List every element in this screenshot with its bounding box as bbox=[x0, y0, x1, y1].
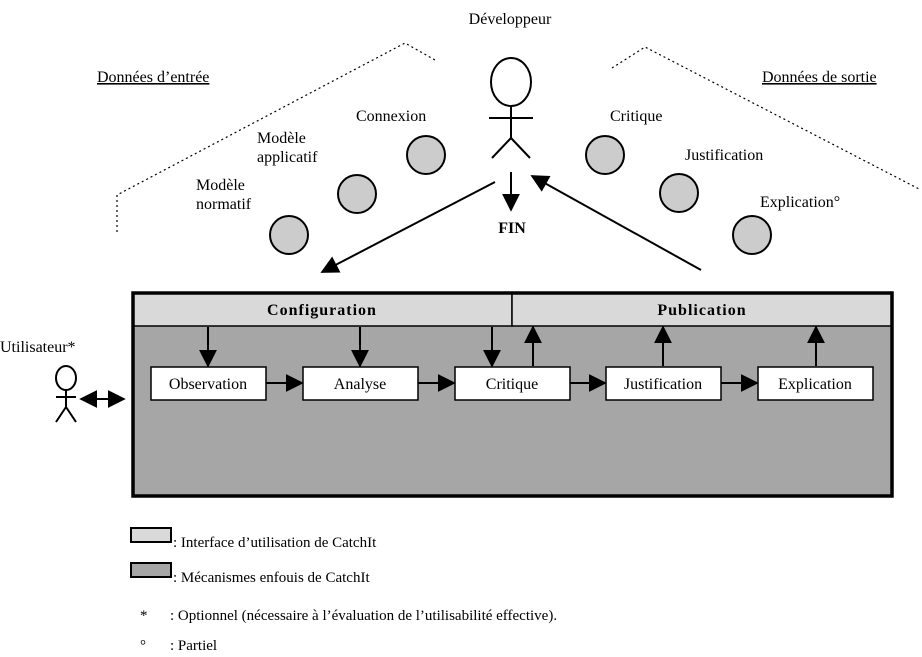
configuration-label: Configuration bbox=[267, 302, 377, 319]
legend-mechanisms-swatch bbox=[130, 562, 172, 578]
developer-to-configuration-arrow bbox=[320, 181, 496, 273]
legend-note-optional-text: : Optionnel (nécessaire à l’évaluation d… bbox=[170, 608, 557, 624]
output-roof-line bbox=[611, 46, 922, 191]
step-analyse-label: Analyse bbox=[334, 376, 386, 393]
input-node-applicatif bbox=[337, 174, 377, 214]
input-node-connexion bbox=[406, 135, 446, 175]
publication-to-developer-arrow bbox=[530, 175, 702, 271]
developer-label: Développeur bbox=[469, 11, 552, 28]
legend-mechanisms-text: : Mécanismes enfouis de CatchIt bbox=[173, 570, 370, 586]
input-node-normatif bbox=[269, 215, 309, 255]
publication-label: Publication bbox=[657, 302, 746, 319]
output-label-justification: Justification bbox=[685, 147, 763, 164]
step-critique-label: Critique bbox=[486, 376, 538, 393]
user-label: Utilisateur* bbox=[0, 339, 76, 356]
inputs-heading: Données d’entrée bbox=[97, 69, 209, 86]
input-label-applicatif-1: Modèle bbox=[257, 130, 306, 147]
output-label-explication: Explication° bbox=[760, 194, 840, 211]
outputs-heading: Données de sortie bbox=[762, 69, 877, 86]
input-label-applicatif-2: applicatif bbox=[257, 149, 318, 166]
legend-note-optional-symbol: * bbox=[140, 608, 148, 624]
step-observation-label: Observation bbox=[169, 376, 247, 393]
configuration-panel bbox=[132, 292, 513, 327]
input-label-normatif-2: normatif bbox=[196, 196, 252, 213]
output-label-critique: Critique bbox=[610, 108, 662, 125]
user-actor-icon bbox=[55, 365, 77, 423]
legend-interface-text: : Interface d’utilisation de CatchIt bbox=[173, 535, 377, 551]
configuration-input-arrows bbox=[199, 327, 501, 368]
legend-note-partial-symbol: ° bbox=[140, 638, 146, 654]
output-node-explication bbox=[732, 215, 772, 255]
catchit-frame bbox=[131, 291, 894, 498]
step-justification-label: Justification bbox=[624, 376, 702, 393]
output-node-critique bbox=[585, 135, 625, 175]
output-node-justification bbox=[659, 173, 699, 213]
legend-note-partial-text: : Partiel bbox=[170, 638, 217, 654]
input-label-normatif-1: Modèle bbox=[196, 177, 245, 194]
fin-label: FIN bbox=[498, 220, 526, 237]
legend-interface-swatch bbox=[130, 527, 172, 543]
developer-actor-icon bbox=[489, 57, 533, 159]
publication-output-arrows bbox=[524, 325, 825, 366]
input-label-connexion: Connexion bbox=[356, 108, 426, 125]
step-explication-label: Explication bbox=[778, 376, 852, 393]
